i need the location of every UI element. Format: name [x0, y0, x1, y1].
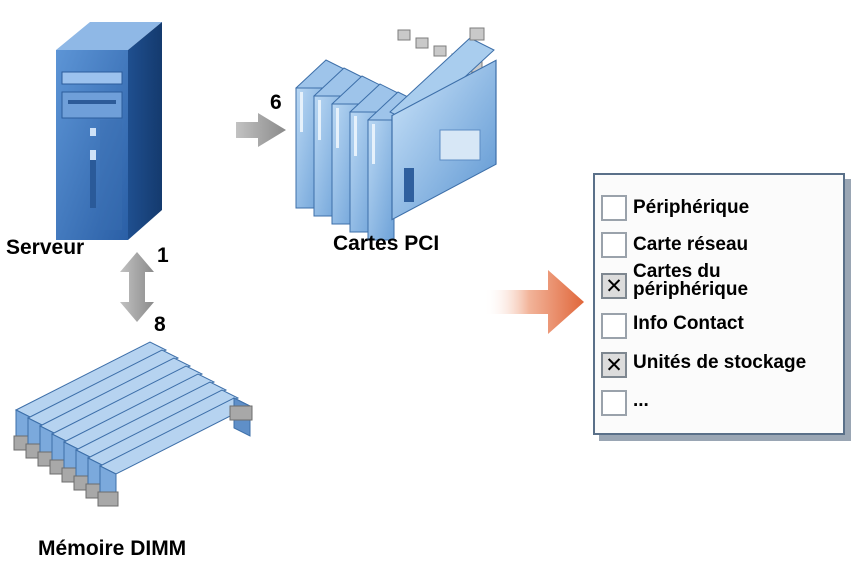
checklist-label: Carte réseau — [633, 234, 749, 255]
checklist-item-peripherique[interactable]: Périphérique — [601, 195, 749, 221]
checkbox-peripherique[interactable] — [601, 195, 627, 221]
component-checklist: Périphérique Carte réseau ✕ Cartes du pé… — [593, 173, 845, 435]
pci-count: 6 — [270, 91, 282, 114]
checkbox-carte-reseau[interactable] — [601, 232, 627, 258]
checklist-item-unites-stockage[interactable]: ✕ Unités de stockage — [601, 352, 806, 378]
dimm-label: Mémoire DIMM — [38, 537, 187, 560]
checklist-label: Unités de stockage — [633, 352, 807, 373]
dimm-memory-icon — [13, 341, 253, 507]
checklist-label: Info Contact — [633, 313, 744, 334]
checklist-item-carte-reseau[interactable]: Carte réseau — [601, 232, 748, 258]
right-arrow-icon — [236, 113, 286, 147]
checklist-label: Cartes du périphérique — [633, 261, 749, 300]
checklist-label: ... — [633, 390, 649, 411]
checklist-label: Périphérique — [633, 197, 750, 218]
checkbox-more[interactable] — [601, 390, 627, 416]
checkbox-info-contact[interactable] — [601, 313, 627, 339]
pci-cards-icon — [295, 27, 497, 241]
server-label: Serveur — [6, 236, 85, 259]
checklist-item-more[interactable]: ... — [601, 390, 649, 416]
server-count: 1 — [157, 244, 169, 267]
checkbox-unites-stockage[interactable]: ✕ — [601, 352, 627, 378]
checklist-item-info-contact[interactable]: Info Contact — [601, 313, 744, 339]
server-tower-icon — [56, 22, 162, 240]
orange-arrow-icon — [484, 270, 584, 334]
dimm-count: 8 — [154, 313, 166, 336]
checklist-item-cartes-peripherique[interactable]: ✕ Cartes du périphérique — [601, 262, 773, 299]
pci-label: Cartes PCI — [333, 232, 440, 255]
bidirectional-arrow-icon — [120, 252, 154, 322]
checkbox-cartes-peripherique[interactable]: ✕ — [601, 273, 627, 299]
